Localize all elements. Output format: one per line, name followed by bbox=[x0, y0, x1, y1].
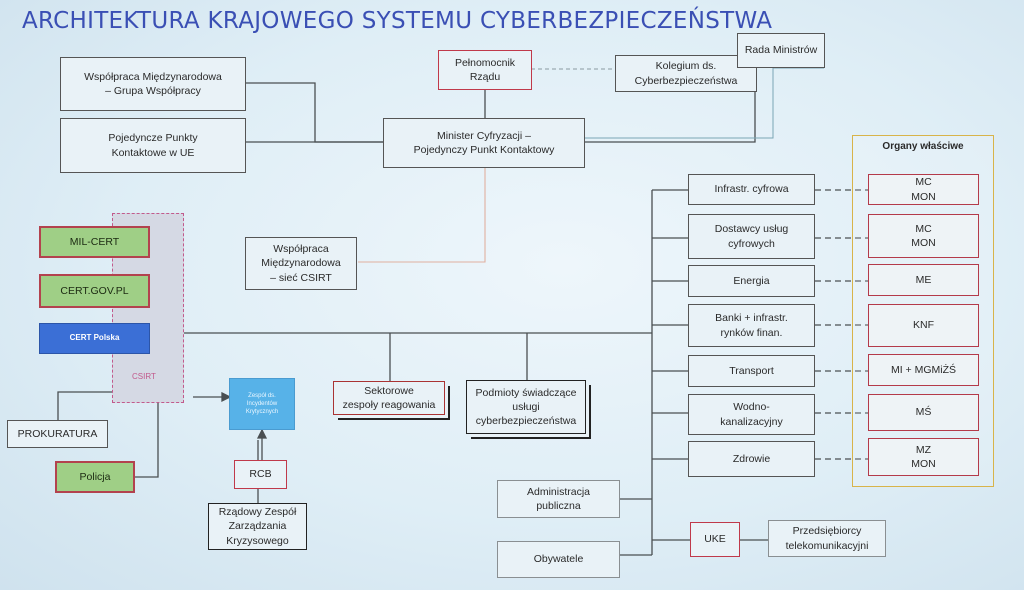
sector-banki: Banki + infrastr. rynków finan. bbox=[688, 304, 815, 347]
box-przedsiebiorcy: Przedsiębiorcy telekomunikacyjni bbox=[768, 520, 886, 557]
organ-item: MZ MON bbox=[868, 438, 979, 476]
box-zespol-incydentow: Zespół ds. Incydentów Krytycznych bbox=[229, 378, 295, 430]
box-obywatele: Obywatele bbox=[497, 541, 620, 578]
sector-infrastruktura-cyfrowa: Infrastr. cyfrowa bbox=[688, 174, 815, 205]
organ-item: MI + MGMiŻŚ bbox=[868, 354, 979, 386]
box-rcb: RCB bbox=[234, 460, 287, 489]
box-podmioty-uslugi: Podmioty świadczące usługi cyberbezpiecz… bbox=[466, 380, 586, 434]
sector-dostawcy-uslug: Dostawcy usług cyfrowych bbox=[688, 214, 815, 259]
csirt-label: CSIRT bbox=[132, 372, 156, 381]
box-uke: UKE bbox=[690, 522, 740, 557]
box-wspolpraca-grupa: Współpraca Międzynarodowa – Grupa Współp… bbox=[60, 57, 246, 111]
box-cert-gov-pl: CERT.GOV.PL bbox=[39, 274, 150, 308]
sector-wodno-kanalizacyjny: Wodno- kanalizacyjny bbox=[688, 394, 815, 435]
box-prokuratura: PROKURATURA bbox=[7, 420, 108, 448]
page-title: ARCHITEKTURA KRAJOWEGO SYSTEMU CYBERBEZP… bbox=[22, 8, 773, 34]
box-mil-cert: MIL-CERT bbox=[39, 226, 150, 258]
box-policja: Policja bbox=[55, 461, 135, 493]
box-pelnomocnik-rzadu: Pełnomocnik Rządu bbox=[438, 50, 532, 90]
sector-transport: Transport bbox=[688, 355, 815, 387]
sector-zdrowie: Zdrowie bbox=[688, 441, 815, 477]
box-rada-ministrow: Rada Ministrów bbox=[737, 33, 825, 68]
box-wspolpraca-csirt: Współpraca Międzynarodowa – sieć CSIRT bbox=[245, 237, 357, 290]
organy-wlasciwe-title: Organy właściwe bbox=[882, 141, 964, 152]
box-rzadowy-zespol: Rządowy Zespół Zarządzania Kryzysowego bbox=[208, 503, 307, 550]
box-sektorowe-zespoly: Sektorowe zespoły reagowania bbox=[333, 381, 445, 415]
organ-item: MŚ bbox=[868, 394, 979, 431]
box-minister-cyfryzacji: Minister Cyfryzacji – Pojedynczy Punkt K… bbox=[383, 118, 585, 168]
organ-item: MC MON bbox=[868, 214, 979, 258]
sector-energia: Energia bbox=[688, 265, 815, 297]
box-punkty-kontaktowe-ue: Pojedyncze Punkty Kontaktowe w UE bbox=[60, 118, 246, 173]
box-kolegium: Kolegium ds. Cyberbezpieczeństwa bbox=[615, 55, 757, 92]
box-cert-polska: CERT Polska bbox=[39, 323, 150, 354]
box-administracja: Administracja publiczna bbox=[497, 480, 620, 518]
organ-item: ME bbox=[868, 264, 979, 296]
organ-item: MC MON bbox=[868, 174, 979, 205]
organ-item: KNF bbox=[868, 304, 979, 347]
